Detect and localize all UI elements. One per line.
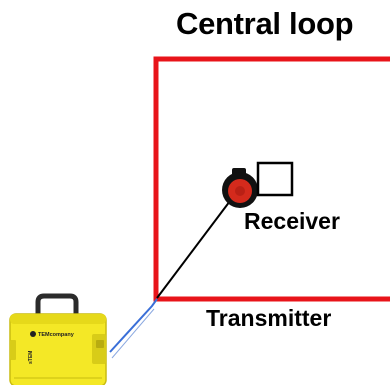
- transmitter-loop: [153, 56, 390, 302]
- device-brand: TEMcompany: [38, 332, 75, 338]
- receiver-label: Receiver: [244, 208, 340, 234]
- device-model: sTEM: [28, 351, 34, 364]
- receiver-coil-icon: [222, 168, 258, 208]
- device-cable-shadow: [111, 308, 155, 359]
- diagram-title: Central loop: [176, 6, 354, 41]
- transmitter-label: Transmitter: [206, 305, 332, 331]
- transmitter-device-icon: TEMcompany sTEM: [9, 293, 107, 385]
- square-outline-icon: [256, 161, 294, 197]
- device-cable: [109, 298, 158, 353]
- receiver-wire: [156, 196, 234, 299]
